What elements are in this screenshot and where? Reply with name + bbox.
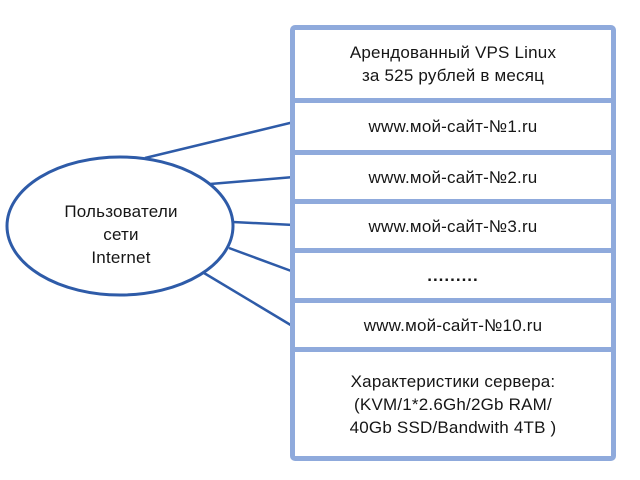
connector-line-site3 xyxy=(232,220,295,227)
connector-line-site1 xyxy=(144,120,295,160)
connector-line-dots xyxy=(228,246,295,274)
site-box-ellipsis: ......... xyxy=(295,248,611,298)
connector-line-site2 xyxy=(209,175,295,186)
connector-line-site10 xyxy=(203,271,295,329)
site-box-3: www.мой-сайт-№3.ru xyxy=(295,199,611,248)
site-box-1: www.мой-сайт-№1.ru xyxy=(295,98,611,150)
internet-users-label: Пользователи сети Internet xyxy=(64,202,178,267)
vps-server-stack: Арендованный VPS Linux за 525 рублей в м… xyxy=(290,25,616,461)
server-specs-box: Характеристики сервера: (KVM/1*2.6Gh/2Gb… xyxy=(295,347,611,456)
internet-users-ellipse xyxy=(5,155,235,297)
site-box-10: www.мой-сайт-№10.ru xyxy=(295,298,611,347)
site-box-2: www.мой-сайт-№2.ru xyxy=(295,150,611,199)
vps-title-box: Арендованный VPS Linux за 525 рублей в м… xyxy=(295,30,611,98)
